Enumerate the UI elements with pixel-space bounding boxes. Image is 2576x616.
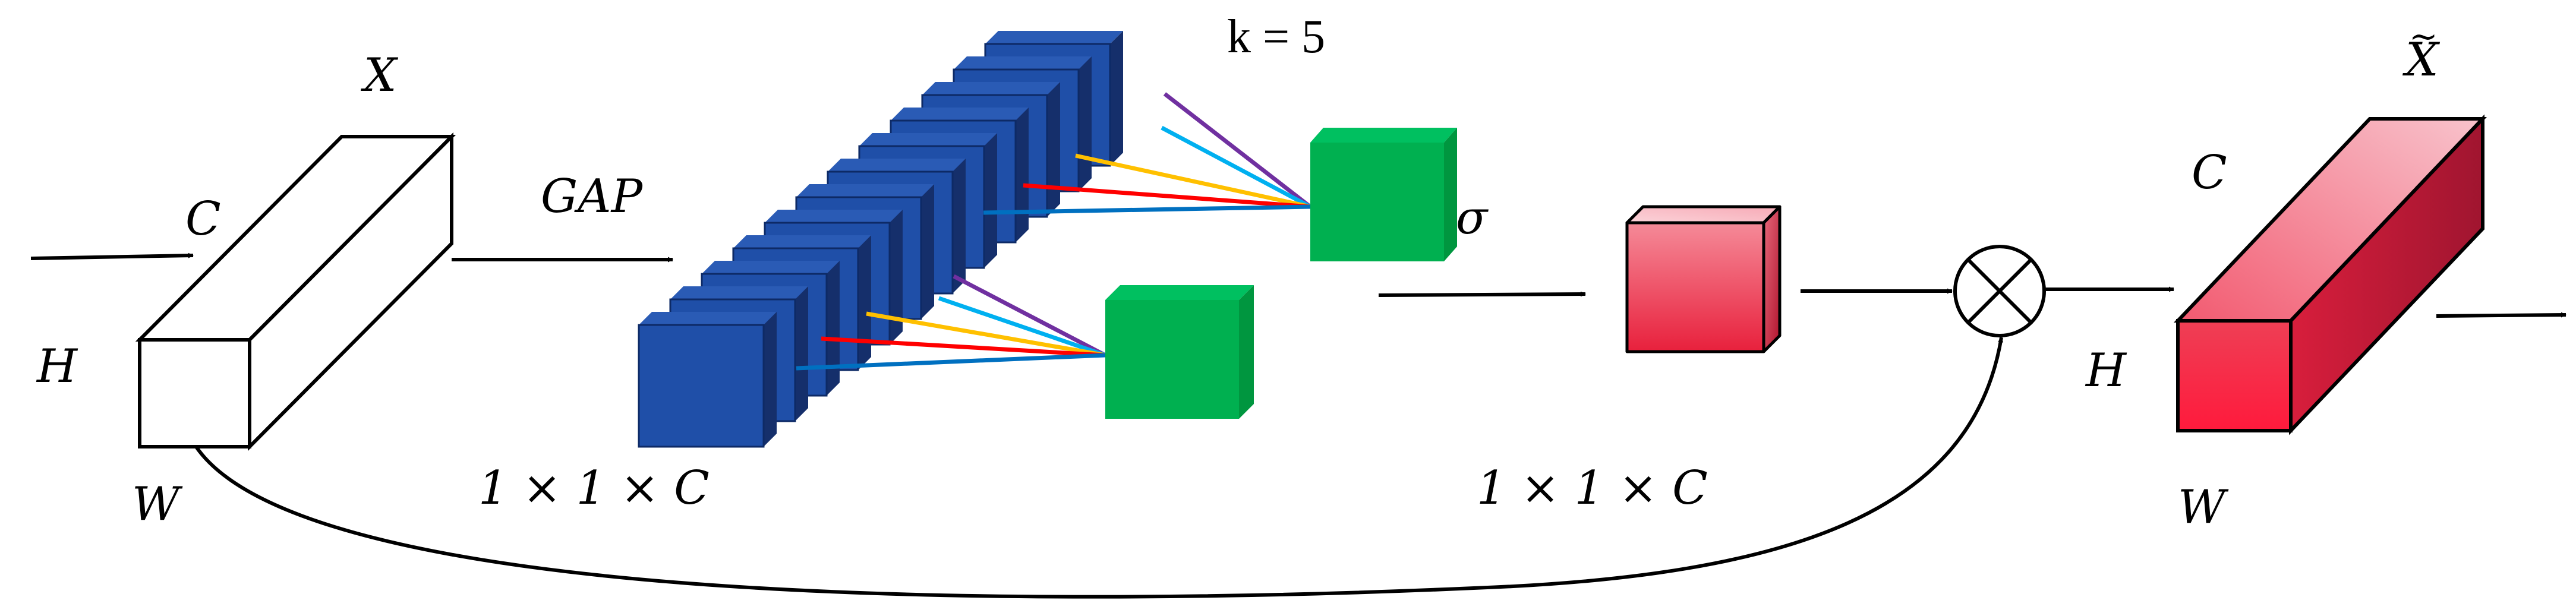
output-w-label: W — [2178, 481, 2226, 534]
output-x-letter: X — [2405, 33, 2439, 87]
kernel-size-label: k = 5 — [1227, 11, 1326, 63]
circled-times-icon — [1953, 245, 2046, 337]
channel-cube — [638, 312, 777, 448]
sigma-arrow — [1378, 291, 1586, 297]
input-c-label: C — [185, 192, 221, 246]
connection-line — [1023, 183, 1311, 209]
dims-right-label: 1 × 1 × C — [1477, 462, 1708, 515]
conv1d-connection-lines — [796, 92, 1312, 371]
input-arrow — [30, 252, 194, 260]
output-arrow — [2436, 312, 2566, 318]
connection-line — [983, 204, 1311, 215]
connection-line — [1075, 153, 1311, 209]
gap-label: GAP — [541, 170, 643, 223]
connection-line — [1163, 92, 1312, 209]
connection-line — [1161, 125, 1311, 209]
green-cube-upper — [1310, 128, 1457, 261]
input-w-label: W — [132, 478, 180, 531]
input-tensor-box — [135, 132, 456, 451]
connection-line — [953, 274, 1106, 358]
input-x-label: X — [364, 49, 397, 102]
output-h-label: H — [2086, 344, 2127, 397]
skip-connection-curve — [194, 337, 2004, 599]
connection-line — [821, 336, 1106, 358]
attention-weight-cube — [1625, 205, 1782, 353]
output-x-label: X ~ — [2405, 19, 2439, 83]
output-tilde: ~ — [2409, 16, 2438, 56]
input-h-label: H — [37, 340, 78, 393]
channel-cube-stack — [638, 31, 1123, 448]
connection-line — [938, 296, 1106, 358]
sigma-label: σ — [1456, 191, 1488, 245]
dims-left-label: 1 × 1 × C — [478, 462, 710, 515]
output-c-label: C — [2192, 146, 2227, 200]
green-cube-lower — [1105, 285, 1254, 419]
output-tensor-box — [2174, 114, 2487, 435]
connection-line — [866, 311, 1106, 358]
connection-line — [796, 353, 1106, 371]
